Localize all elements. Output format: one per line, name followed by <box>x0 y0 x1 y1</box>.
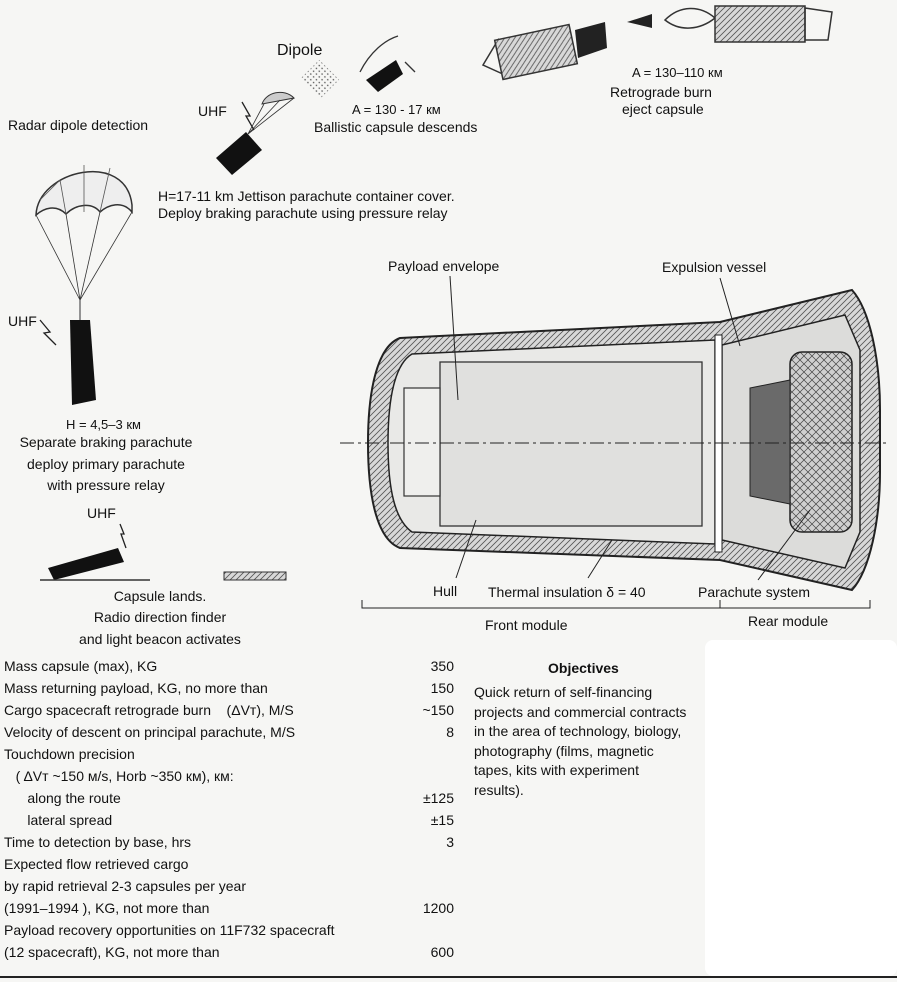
label-separate-2: deploy primary parachute <box>27 456 185 472</box>
spec-row: Payload recovery opportunities on 11F732… <box>4 922 335 938</box>
landed-capsule-drawing <box>40 523 287 581</box>
label-uhf-1: UHF <box>198 103 227 119</box>
capsule-cross-section <box>340 275 888 609</box>
label-alt-retro: A = 130–110 км <box>632 65 723 80</box>
spec-row: lateral spread±15 <box>4 812 454 828</box>
bottom-rule <box>0 976 897 978</box>
label-retro-2: eject capsule <box>622 101 704 117</box>
label-payload-envelope: Payload envelope <box>388 258 500 274</box>
label-jettison-2: Deploy braking parachute using pressure … <box>158 205 448 221</box>
spec-row: Expected flow retrieved cargo <box>4 856 189 872</box>
primary-parachute-drawing <box>35 165 133 405</box>
spec-row: Touchdown precision <box>4 746 135 762</box>
spec-row: ( ΔVт ~150 м/s, Horb ~350 км), км: <box>4 768 234 784</box>
label-dipole: Dipole <box>277 42 323 59</box>
label-thermal: Thermal insulation δ = 40 <box>488 584 646 600</box>
blank-panel <box>705 640 897 976</box>
spec-row: along the route±125 <box>4 790 454 806</box>
label-rear-module: Rear module <box>748 613 829 629</box>
label-hull: Hull <box>433 583 458 599</box>
spacecraft-retro-drawing <box>481 5 833 81</box>
label-parachute-system: Parachute system <box>698 584 811 600</box>
label-uhf-2: UHF <box>8 313 37 329</box>
label-alt-primary: H = 4,5–3 км <box>66 417 141 432</box>
label-separate-1: Separate braking parachute <box>19 434 193 450</box>
spec-row: Velocity of descent on principal parachu… <box>4 724 454 740</box>
braking-parachute-drawing <box>216 91 296 175</box>
label-expulsion-vessel: Expulsion vessel <box>662 259 767 275</box>
label-radar: Radar dipole detection <box>8 117 149 133</box>
spec-row: by rapid retrieval 2-3 capsules per year <box>4 878 247 894</box>
label-uhf-3: UHF <box>87 505 116 521</box>
ballistic-capsule-drawing <box>359 35 416 92</box>
label-lands-2: Radio direction finder <box>93 609 227 625</box>
label-jettison-1: H=17-11 km Jettison parachute container … <box>158 188 455 204</box>
label-retro-1: Retrograde burn <box>610 84 712 100</box>
spec-row: Mass returning payload, KG, no more than… <box>4 680 454 696</box>
label-lands-3: and light beacon activates <box>79 631 241 647</box>
objectives-text: Quick return of self-financing projects … <box>474 684 687 798</box>
label-front-module: Front module <box>485 617 568 633</box>
label-separate-3: with pressure relay <box>47 477 165 493</box>
label-alt-ballistic: A = 130 - 17 км <box>352 102 441 117</box>
spec-row: Cargo spacecraft retrograde burn (ΔVт), … <box>4 702 454 718</box>
label-lands-1: Capsule lands. <box>113 588 207 604</box>
label-ballistic: Ballistic capsule descends <box>314 119 478 135</box>
objectives-title: Objectives <box>548 660 619 676</box>
dipole-cloud-drawing <box>300 59 340 99</box>
